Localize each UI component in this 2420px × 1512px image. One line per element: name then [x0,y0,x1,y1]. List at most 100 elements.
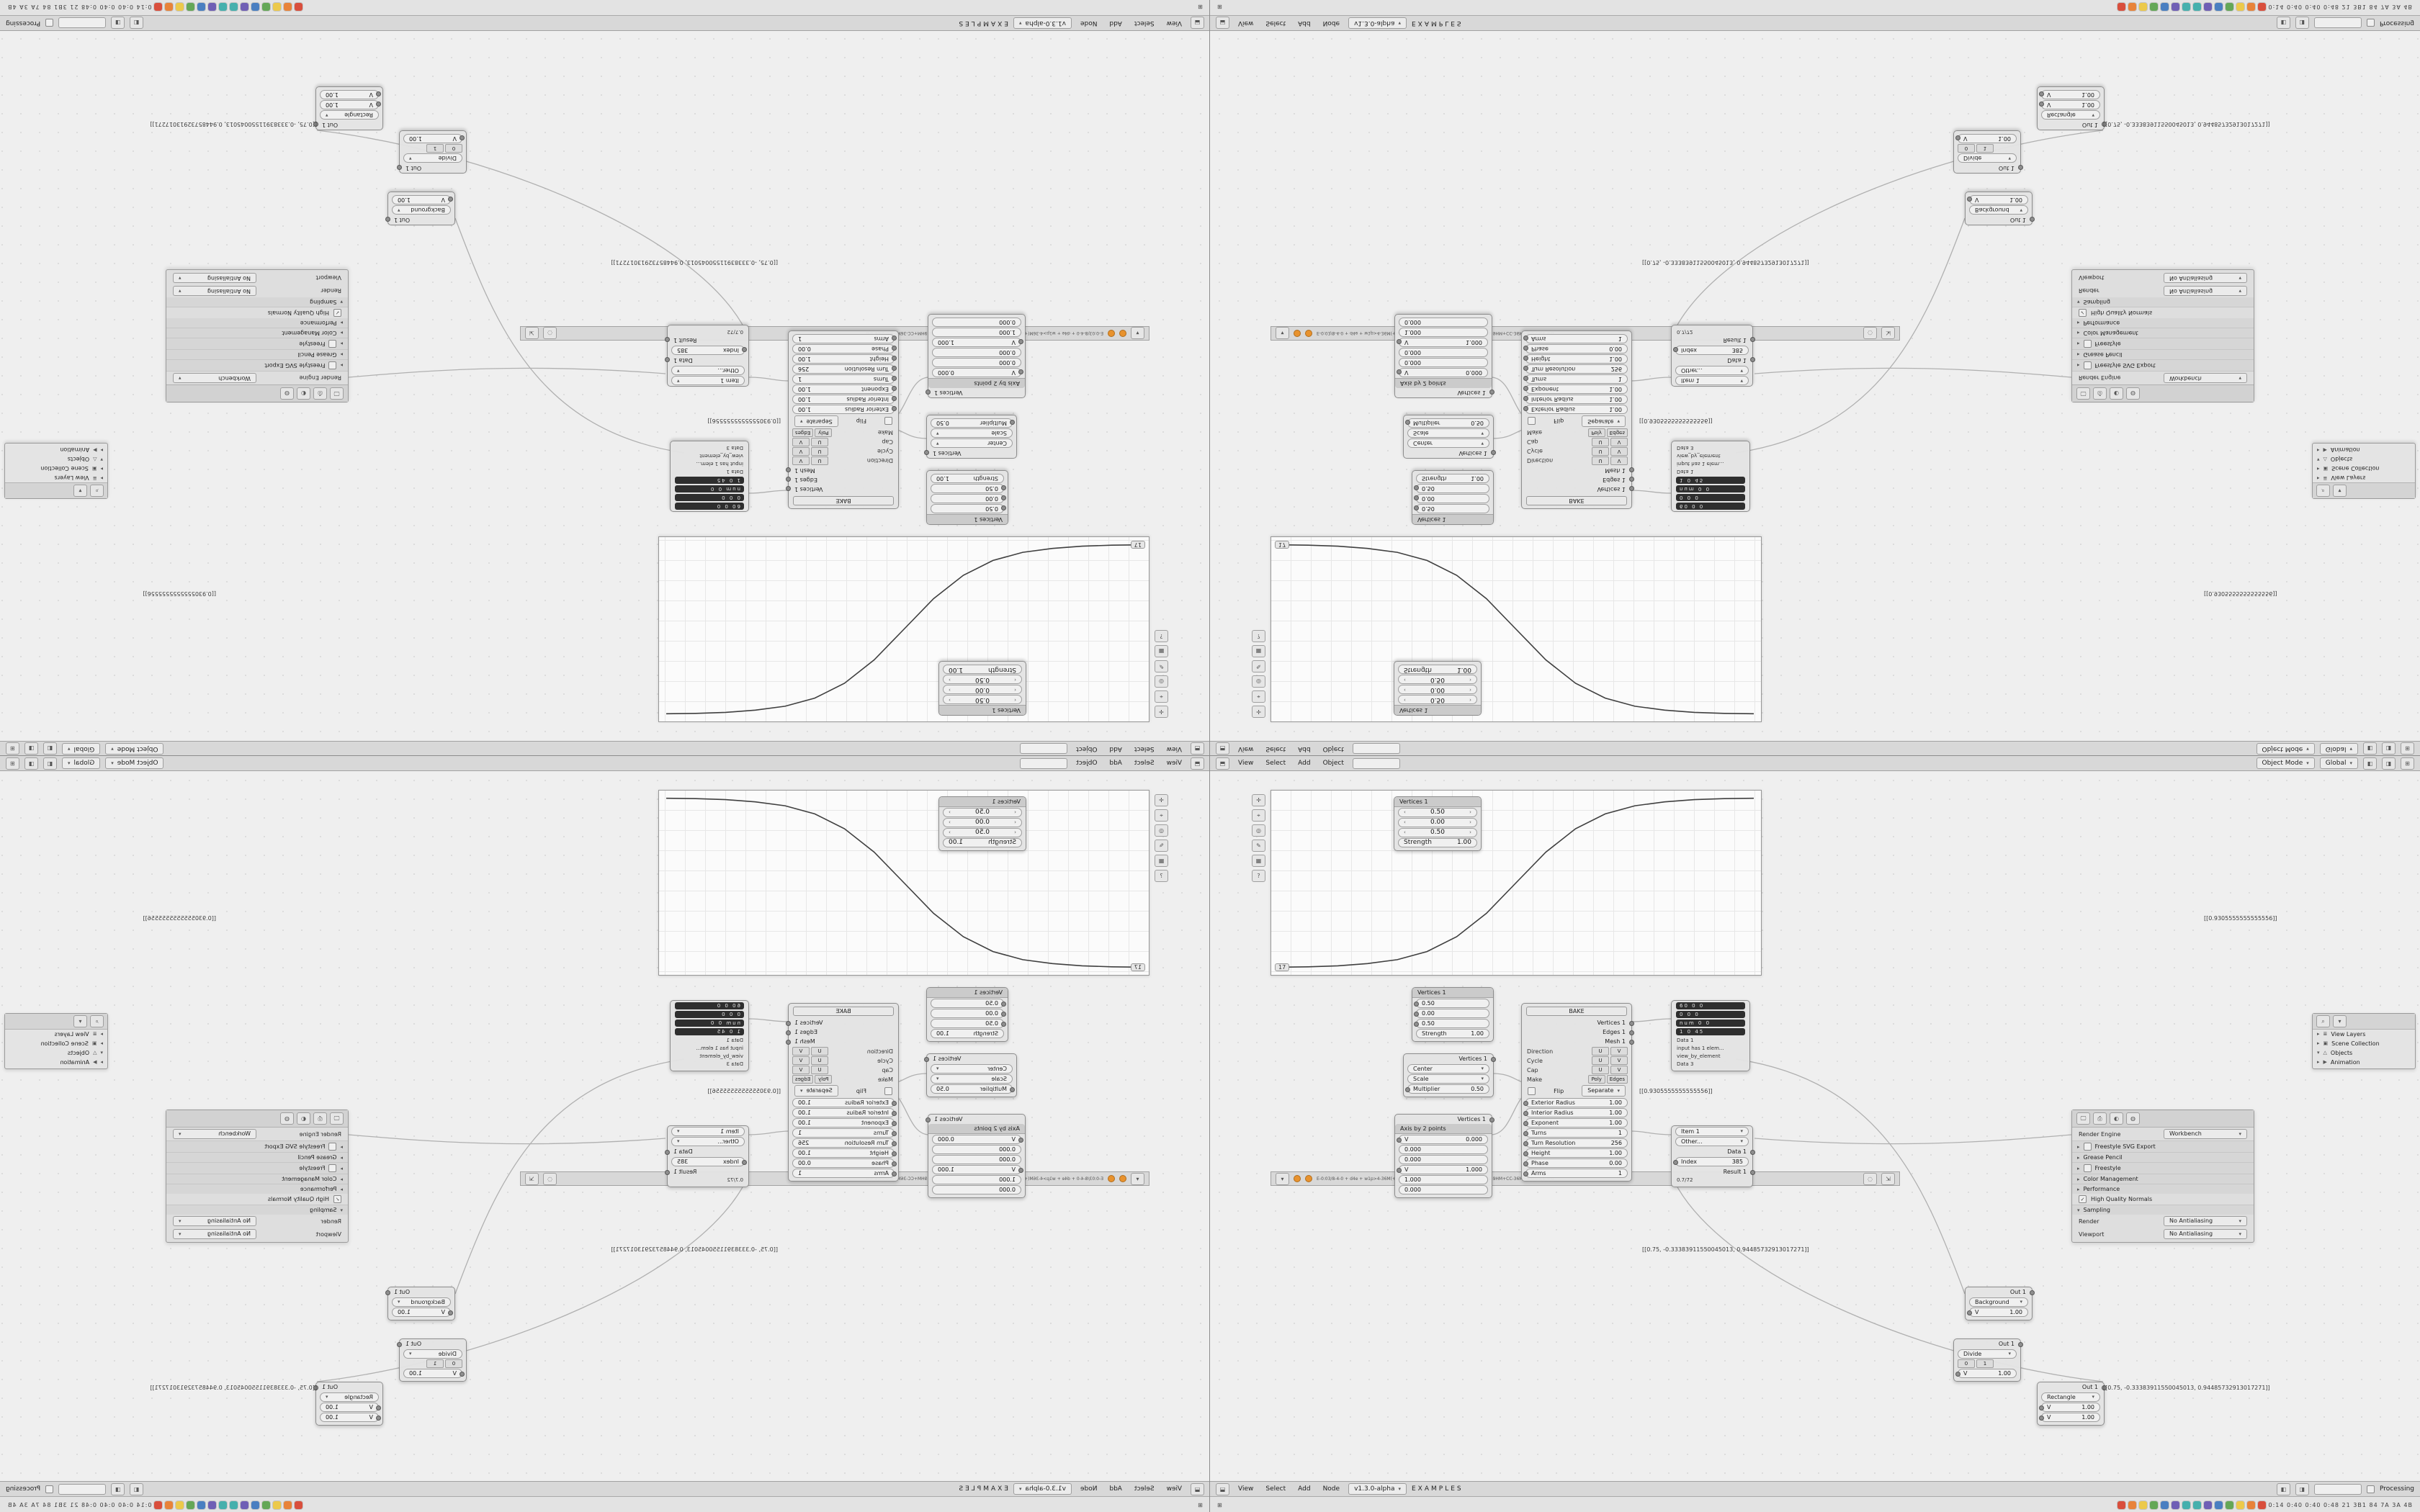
taskbar-app-icon[interactable] [2257,1500,2266,1509]
node-background[interactable]: Out 1 Background ▾ V 1.00 [387,1287,455,1320]
taskbar-app-icon[interactable] [219,3,228,12]
vector-field[interactable]: V 0.000 [932,1135,1021,1144]
option-button[interactable]: Poly [1587,428,1605,437]
value-field[interactable]: ‹ 0.50 › [1398,828,1477,837]
item-select[interactable]: Item 1 ▾ [671,1127,745,1136]
render-tab-icon[interactable]: 🖵 [2076,1112,2090,1125]
separate-select[interactable]: Separate ▾ [794,1085,838,1097]
toolbar-field[interactable] [58,17,107,29]
section-color-management[interactable]: ▸ Color Management [2072,1174,2254,1184]
node-divide[interactable]: Out 1 Divide ▾ 0 1 V 1.00 [1953,130,2021,174]
node-center-scale[interactable]: Vertices 1 Center ▾ Scale ▾ Multiplier 0… [926,415,1017,459]
move-tool-icon[interactable]: ◎ [1155,824,1168,837]
value-field[interactable]: 0.00 [1414,1009,1489,1018]
orientation-select[interactable]: Global ▾ [2319,757,2358,769]
render-tab-icon[interactable]: 🖵 [330,1112,344,1125]
scene-tab-icon[interactable]: ◐ [2110,1112,2123,1125]
section-sampling[interactable]: ▾ Sampling [2072,1205,2254,1215]
render-engine-select[interactable]: Workbench ▾ [2164,1129,2247,1139]
orientation-select[interactable]: Global ▾ [2319,743,2358,755]
mode-select[interactable]: Object Mode ▾ [105,757,164,769]
taskbar-app-icon[interactable] [187,3,195,12]
annotate-tool-icon[interactable]: ✎ [1155,840,1168,852]
processing-checkbox[interactable] [2366,19,2375,27]
taskbar-app-icon[interactable] [262,3,271,12]
hq-normals-checkbox[interactable] [2079,309,2087,317]
value-field[interactable]: 0.50 [1416,504,1489,513]
vector-field[interactable]: 0.000 [1399,348,1488,357]
node-axis-2-points[interactable]: Vertices 1 Axis by 2 points V 0.000 0.00… [1394,314,1492,398]
section-grease-pencil[interactable]: ▸ Grease Pencil [2072,1152,2254,1162]
world-tab-icon[interactable]: ◍ [280,1112,294,1125]
section-sampling[interactable]: ▾ Sampling [2072,297,2254,307]
value-field[interactable]: 0.50 [931,999,1004,1008]
editor-type-icon[interactable]: ⬒ [1191,742,1204,755]
value-field[interactable]: V 1.00 [2039,1413,2100,1422]
section-freestyle[interactable]: ▸ Freestyle [166,338,348,350]
flip-checkbox[interactable] [1528,417,1536,426]
menu-select[interactable]: Select [1265,19,1286,27]
taskbar-app-icon[interactable] [2128,1500,2136,1509]
grid-icon[interactable]: ⊞ [6,742,19,755]
section-checkbox[interactable] [328,1143,337,1151]
background-select[interactable]: Background ▾ [1969,1297,2028,1307]
strength-field[interactable]: Strength 1.00 [1416,474,1489,483]
cursor-tool-icon[interactable]: ⌖ [1252,809,1265,822]
expand-icon[interactable]: ⇲ [525,327,539,340]
editor-type-icon[interactable]: ⬓ [1216,17,1229,30]
select-tool-icon[interactable]: ✛ [1155,794,1168,806]
outliner-item-view-layers[interactable]: ▸ ≣ View Layers [5,473,107,482]
vector-field[interactable]: 1.000 [932,328,1021,337]
menu-add[interactable]: Add [1109,745,1122,752]
overlay-icon[interactable]: ◨ [2295,17,2309,30]
option-button[interactable]: V [1610,1056,1628,1065]
vector-field[interactable]: V 1.000 [1399,338,1488,347]
node-axis-2-points[interactable]: Vertices 1 Axis by 2 points V 0.000 0.00… [1394,1114,1494,1198]
section-performance[interactable]: ▸ Performance [166,1184,348,1194]
snap-icon[interactable]: ◧ [130,1482,144,1495]
menu-select[interactable]: Select [1134,1485,1155,1493]
taskbar-app-icon[interactable] [165,3,174,12]
area-menu-icon[interactable]: ▾ [1276,327,1289,340]
version-select[interactable]: v1.3.0-alpha ▾ [1348,1483,1407,1495]
fcurve-panel[interactable]: Vertices 1 ‹ 0.50 › ‹ 0.00 › ‹ 0.50 › [938,661,1026,716]
background-select[interactable]: Background ▾ [1969,205,2028,215]
taskbar-app-icon[interactable] [2128,3,2136,12]
menu-select[interactable]: Select [1265,760,1286,767]
mode-select[interactable]: Object Mode ▾ [2256,757,2315,769]
section-freestyle[interactable]: ▸ Freestyle [166,1162,348,1174]
menu-node[interactable]: Node [1322,19,1340,27]
overlay-icon[interactable]: ◨ [2382,742,2396,755]
node-background[interactable]: Out 1 Background ▾ V 1.00 [1965,192,2033,225]
item-select[interactable]: Item 1 ▾ [1675,376,1749,385]
select-tool-icon[interactable]: ✛ [1155,706,1168,718]
render-aa-select[interactable]: No Antialiasing ▾ [2164,1216,2247,1226]
taskbar-app-icon[interactable] [2182,1500,2190,1509]
node-rectangle[interactable]: Out 1 Rectangle ▾ V 1.00 V 1.00 [2037,1382,2107,1426]
value-field[interactable]: ‹ 0.50 › [943,695,1022,704]
outliner-item-view-layers[interactable]: ▸ ≣ View Layers [2313,1030,2415,1039]
start-menu-icon[interactable]: ⊞ [1198,4,1203,11]
taskbar-app-icon[interactable] [2214,3,2223,12]
section-freestyle-svg-export[interactable]: ▸ Freestyle SVG Export [2072,1140,2254,1152]
taskbar-app-icon[interactable] [2138,3,2147,12]
graph-editor[interactable]: Vertices 1 ‹ 0.50 › ‹ 0.00 › ‹ 0.50 › [1270,536,1762,722]
area-menu-icon[interactable]: ▾ [1131,1172,1144,1185]
graph-editor[interactable]: Vertices 1 ‹ 0.50 › ‹ 0.00 › ‹ 0.50 › [1270,790,1762,976]
menu-select[interactable]: Select [1134,19,1155,27]
node-item-index[interactable]: Item 1 ▾ Other... ▾ Data 1 Index 385 Res… [1671,325,1753,387]
option-button[interactable]: 0 [1958,144,1975,153]
stepper-right-icon[interactable]: › [949,819,951,825]
option-button[interactable]: U [1592,1047,1609,1056]
world-tab-icon[interactable]: ◍ [280,387,294,400]
editor-type-icon[interactable]: ⬒ [1216,742,1229,755]
mode-select[interactable]: Object Mode ▾ [2256,743,2315,755]
taskbar-app-icon[interactable] [2192,1500,2201,1509]
bake-button[interactable]: BAKE [1526,496,1627,505]
taskbar-app-icon[interactable] [2236,3,2244,12]
option-button[interactable]: V [792,1066,810,1074]
value-field[interactable]: ‹ 0.50 › [943,828,1022,837]
